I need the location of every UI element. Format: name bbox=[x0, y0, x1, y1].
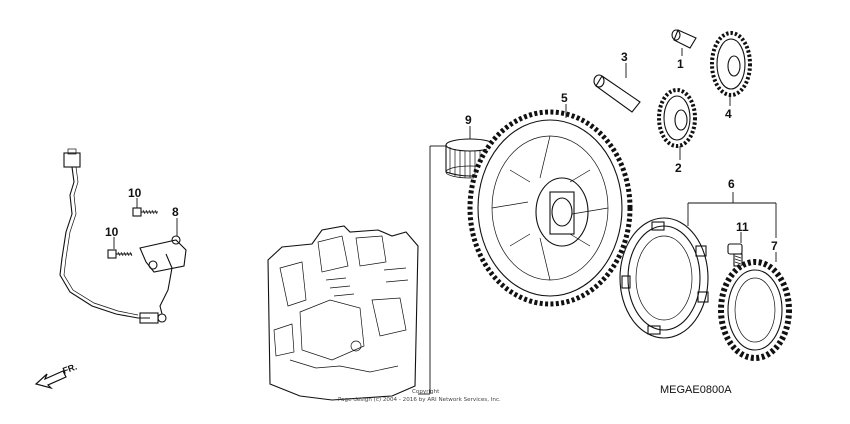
sensor-bolt-upper[interactable] bbox=[132, 207, 158, 217]
idle-gear-shaft-1[interactable] bbox=[671, 29, 697, 49]
engine-crankcase bbox=[267, 225, 419, 401]
callout-4: 4 bbox=[725, 107, 732, 121]
sensor-bolt-lower[interactable] bbox=[107, 249, 133, 259]
front-direction-arrow-icon bbox=[34, 370, 67, 390]
clutch-bolt[interactable] bbox=[727, 243, 743, 267]
callout-10-upper: 10 bbox=[128, 186, 142, 200]
copyright-notice: Page design (c) 2004 - 2016 by ARI Netwo… bbox=[338, 397, 501, 403]
pulse-sensor-harness[interactable] bbox=[59, 148, 187, 324]
starter-idle-gear[interactable] bbox=[657, 88, 697, 148]
callout-10-lower: 10 bbox=[105, 225, 119, 239]
starter-reduction-gear[interactable] bbox=[710, 31, 752, 97]
callout-2: 2 bbox=[675, 161, 682, 175]
figure-code: MEGAE0800A bbox=[660, 384, 732, 396]
callout-3: 3 bbox=[621, 50, 628, 64]
starter-driven-gear[interactable] bbox=[467, 109, 633, 307]
idle-gear-shaft-3[interactable] bbox=[593, 74, 641, 113]
callout-5: 5 bbox=[561, 91, 568, 105]
direction-label: FR. bbox=[61, 362, 78, 376]
copyright-label: Copyright bbox=[412, 389, 440, 395]
callout-1: 1 bbox=[677, 57, 684, 71]
callout-9: 9 bbox=[465, 113, 472, 127]
callout-6: 6 bbox=[728, 177, 735, 191]
starter-clutch-outer[interactable] bbox=[619, 217, 709, 339]
one-way-clutch[interactable] bbox=[718, 259, 792, 361]
callout-11: 11 bbox=[736, 220, 749, 234]
callout-8: 8 bbox=[172, 205, 179, 219]
callout-7: 7 bbox=[771, 239, 778, 253]
